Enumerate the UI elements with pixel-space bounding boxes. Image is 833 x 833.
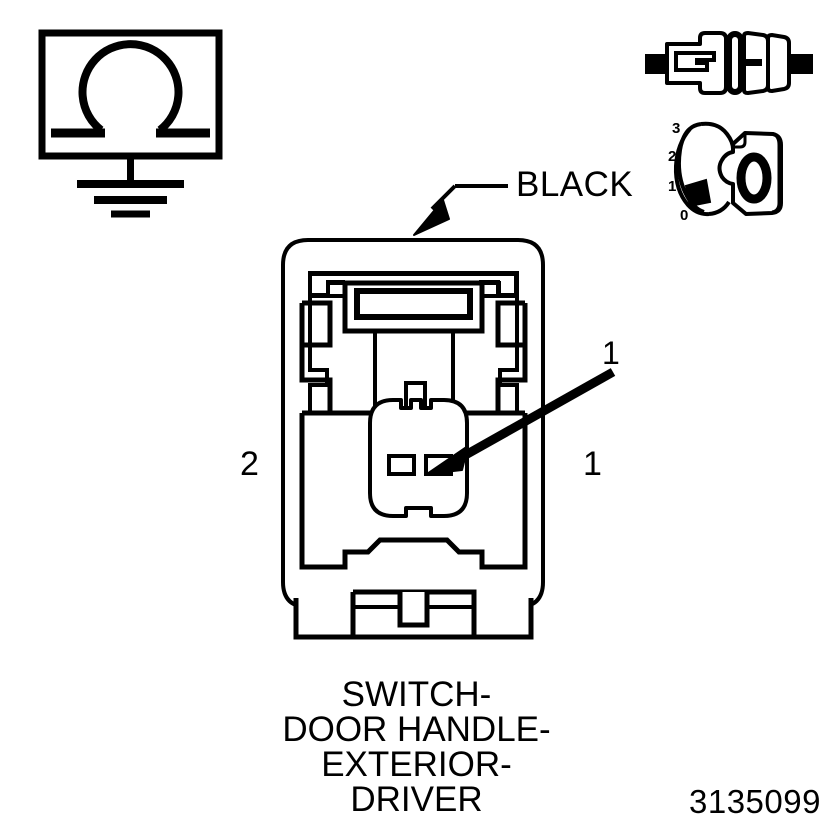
pin-number-left: 2 <box>240 445 259 483</box>
pin-number-right: 1 <box>583 445 602 483</box>
wire-stub-right <box>789 54 813 74</box>
side-rail-left-upper <box>302 300 333 348</box>
guide-rib-center-notch <box>404 381 427 413</box>
caption-line-3: EXTERIOR- <box>321 745 512 784</box>
gauge-body-notch <box>733 133 747 149</box>
bottom-center-tab <box>397 592 430 628</box>
connector-caption: SWITCH- DOOR HANDLE- EXTERIOR- DRIVER <box>0 677 833 817</box>
shoulder-step-right <box>482 280 516 297</box>
connector-size-gauge-icon <box>673 121 783 217</box>
caption-line-2: DOOR HANDLE- <box>282 710 551 749</box>
gauge-scale-mark-0: 0 <box>680 207 689 224</box>
ohm-symbol-box <box>38 29 223 160</box>
side-rail-right-upper <box>495 300 525 348</box>
callout-arrow-shaft <box>459 368 616 461</box>
gauge-plate-back-top <box>700 121 736 153</box>
black-label-leader <box>413 184 508 236</box>
ohm-ground-symbol <box>38 29 223 218</box>
male-blade-detail <box>674 51 716 72</box>
caption-line-1: SWITCH- <box>341 675 492 714</box>
wire-stub-left <box>645 54 667 74</box>
gauge-plate-back-bottom <box>708 200 731 216</box>
callout-arrow-head <box>426 445 469 475</box>
connector-seal-ring <box>726 31 744 95</box>
leader-arrowhead <box>413 199 450 236</box>
gauge-scale-mark-2: 2 <box>668 148 677 165</box>
side-rail-left-lower <box>299 303 333 413</box>
omega-arc <box>78 40 183 134</box>
part-number: 3135099 <box>689 783 821 820</box>
gauge-aperture-oval <box>736 152 772 204</box>
connector-face-view <box>281 238 545 640</box>
side-rail-right-lower <box>495 303 528 413</box>
female-housing-slot <box>746 59 762 66</box>
terminal-callout-number: 1 <box>602 335 620 371</box>
connector-side-view-icon <box>645 30 813 96</box>
female-housing-rear <box>766 32 791 94</box>
bottom-leg-right <box>471 592 534 640</box>
caption-line-4: DRIVER <box>350 780 483 819</box>
gauge-plate-back-rim <box>673 127 710 217</box>
gauge-pointer-wedge <box>684 178 712 208</box>
terminal-callout-arrow <box>426 368 616 475</box>
shoulder-step-left <box>311 280 345 297</box>
terminal-cavity-outline <box>368 398 469 518</box>
bottom-leg-left <box>293 592 356 640</box>
lower-chamber-walls <box>299 413 528 570</box>
connector-color-label: BLACK <box>516 165 634 204</box>
gauge-scale-mark-3: 3 <box>672 120 681 137</box>
gauge-scale-mark-1: 1 <box>668 178 677 195</box>
terminal-slot-2[interactable] <box>387 454 416 476</box>
gauge-body-edge-right <box>771 132 781 214</box>
leader-diagonal <box>430 184 457 211</box>
latch-block-window <box>354 288 473 320</box>
